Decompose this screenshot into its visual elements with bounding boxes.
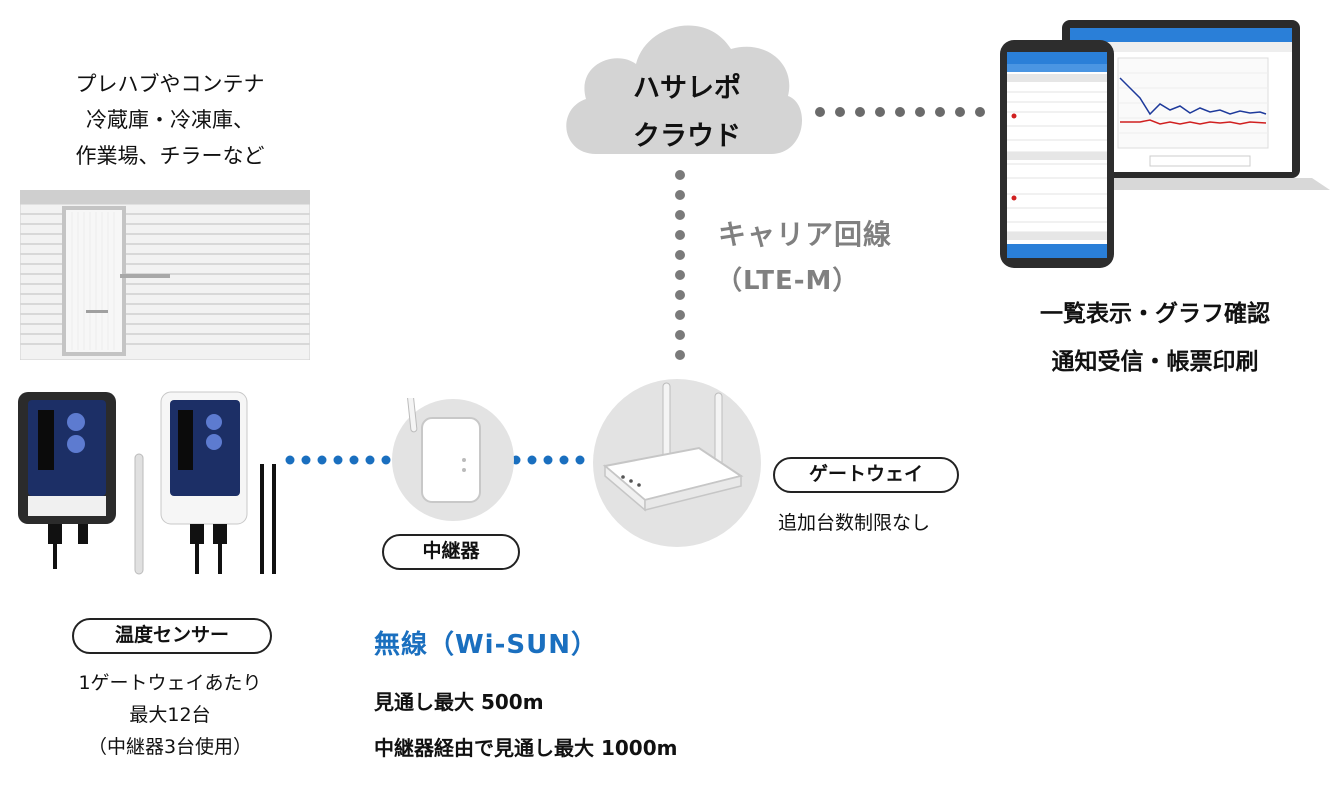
cloud-illustration	[566, 25, 803, 154]
sensor-notes: 1ゲートウェイあたり 最大12台 （中継器3台使用）	[40, 667, 300, 763]
sensor-white	[160, 391, 248, 574]
cloud-title-line-1: ハサレポ	[633, 73, 741, 104]
cloud-title-line-2: クラウド	[633, 121, 741, 152]
sensor-note-line-3: （中継器3台使用）	[87, 736, 253, 758]
app-features-line-2: 通知受信・帳票印刷	[1051, 349, 1259, 375]
carrier-subtitle: （LTE-M）	[716, 266, 860, 296]
location-description: プレハブやコンテナ 冷蔵庫・冷凍庫、 作業場、チラーなど	[40, 66, 300, 174]
repeater-label: 中継器	[382, 534, 520, 570]
wireless-link-repeater-gateway	[511, 455, 585, 465]
sensor-black	[18, 392, 116, 569]
sensor-note-line-1: 1ゲートウェイあたり	[78, 672, 262, 694]
cold-room-door	[62, 206, 126, 356]
gateway-illustration	[593, 379, 761, 547]
app-devices-illustration	[1000, 20, 1330, 268]
smartphone	[1000, 40, 1114, 268]
wireless-range-direct: 見通し最大 500m	[374, 690, 544, 714]
wireless-title: 無線（Wi-SUN）	[374, 630, 598, 660]
internet-link-cloud-app	[815, 107, 985, 117]
sensor-probe	[134, 453, 144, 575]
sensor-note-line-2: 最大12台	[129, 704, 211, 726]
carrier-link-gateway-cloud	[675, 170, 685, 360]
wireless-range-repeater: 中継器経由で見通し最大 1000m	[374, 736, 678, 760]
gateway-label: ゲートウェイ	[773, 457, 959, 493]
gateway-note: 追加台数制限なし	[778, 512, 931, 534]
location-line-1: プレハブやコンテナ	[75, 72, 265, 96]
carrier-title: キャリア回線	[718, 218, 893, 251]
temperature-sensors-illustration	[18, 391, 276, 575]
sensor-label: 温度センサー	[72, 618, 272, 654]
repeater-illustration	[392, 398, 514, 521]
cold-room-illustration	[20, 190, 310, 360]
app-features-line-1: 一覧表示・グラフ確認	[1040, 301, 1270, 327]
wireless-link-sensor-repeater	[285, 455, 391, 465]
location-line-2: 冷蔵庫・冷凍庫、	[86, 108, 254, 132]
location-line-3: 作業場、チラーなど	[75, 144, 265, 168]
